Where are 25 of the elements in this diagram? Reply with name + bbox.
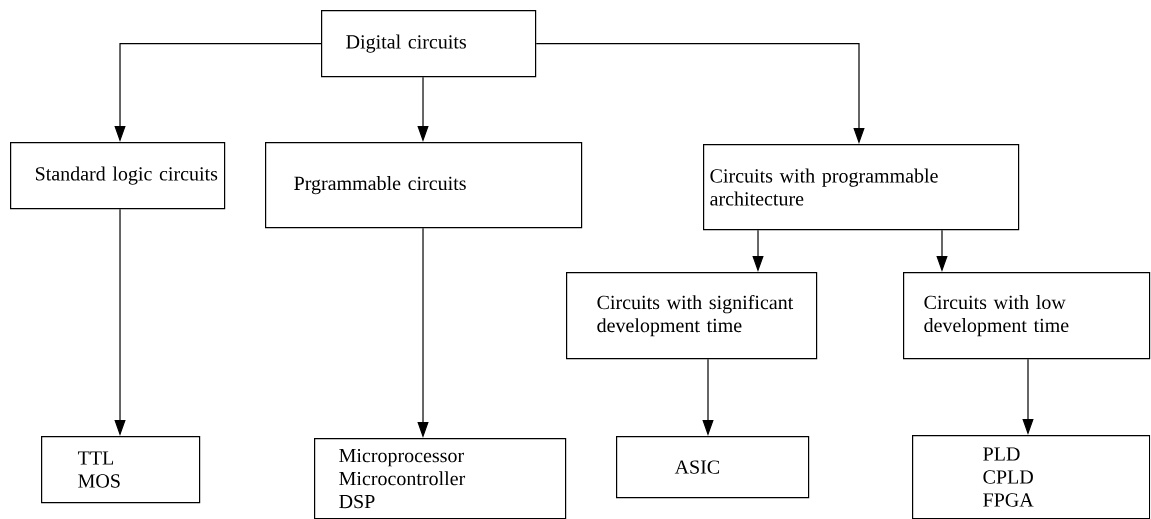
hierarchy-box	[912, 435, 1151, 519]
node-label: FPGA	[983, 493, 1034, 507]
node-label: TTL	[77, 451, 114, 465]
hierarchy-box	[265, 142, 583, 229]
hierarchy-box	[616, 436, 810, 499]
node-label: Microcontroller	[339, 471, 466, 486]
node-label: MOS	[78, 474, 120, 488]
node-label: Prgrammable circuits	[294, 176, 466, 195]
node-label: Circuits with programmable architecture	[710, 168, 938, 206]
node-label: DSP	[339, 494, 375, 509]
hierarchy-box	[321, 10, 537, 78]
hierarchy-box	[314, 438, 567, 519]
node-label: Standard logic circuits	[35, 166, 218, 185]
node-label: Circuits with significant development time	[597, 294, 794, 337]
node-label: CPLD	[983, 470, 1033, 484]
node-label: PLD	[983, 447, 1020, 461]
node-label: ASIC	[674, 460, 720, 474]
hierarchy-box	[41, 436, 201, 504]
hierarchy-box	[903, 272, 1151, 360]
hierarchy-box	[10, 142, 226, 210]
hierarchy-box	[566, 272, 818, 360]
node-label: Microprocessor	[339, 448, 464, 467]
node-label: Circuits with low development time	[924, 295, 1069, 337]
node-label: Digital circuits	[346, 34, 466, 53]
hierarchy-box	[703, 144, 1020, 231]
